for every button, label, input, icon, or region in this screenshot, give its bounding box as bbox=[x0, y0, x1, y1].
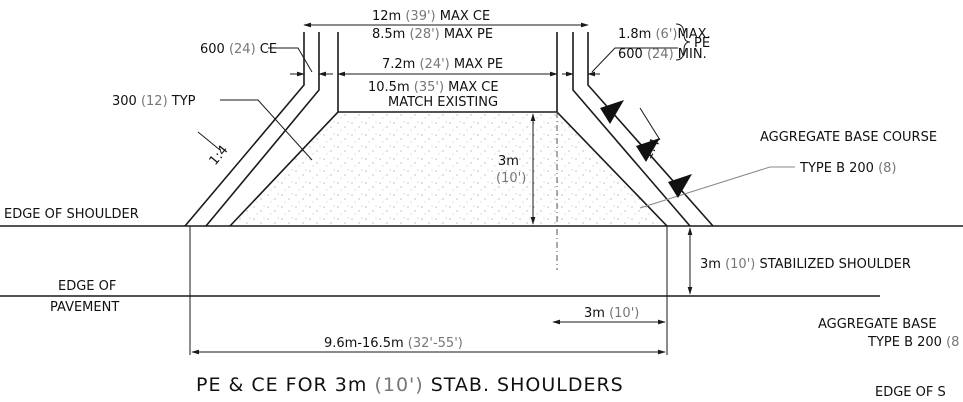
agg-base-2-type-label: TYPE B 200 (8 bbox=[867, 335, 959, 350]
slope-tick-left bbox=[197, 131, 221, 151]
agg-base-2-label: AGGREGATE BASE bbox=[818, 317, 937, 332]
typ-300-label: 300 (12) TYP bbox=[112, 94, 196, 109]
aggregate-base-fill bbox=[230, 112, 667, 226]
pe-brace-label: PE bbox=[694, 36, 710, 51]
flow-arrow-1 bbox=[600, 100, 624, 124]
flow-arrow-2 bbox=[636, 138, 660, 162]
pe-brace bbox=[675, 23, 691, 61]
pe-right-max-label: 1.8m (6')MAX. bbox=[618, 27, 711, 42]
edge-of-s-label: EDGE OF S bbox=[875, 385, 946, 400]
dim-3m-label: 3m (10') bbox=[584, 306, 639, 321]
mid-width-pe-label: 7.2m (24') MAX PE bbox=[382, 57, 503, 72]
pe-right-min-label: 600 (24) MIN. bbox=[618, 47, 707, 62]
edge-of-shoulder-label: EDGE OF SHOULDER bbox=[4, 207, 139, 222]
edge-of-pavement-label-1: EDGE OF bbox=[58, 279, 116, 294]
leader-300-typ bbox=[220, 99, 313, 161]
stab-shoulder-label: 3m (10') STABILIZED SHOULDER bbox=[700, 257, 911, 272]
agg-base-course-label: AGGREGATE BASE COURSE bbox=[760, 130, 937, 145]
depth-label-main: 3m bbox=[498, 154, 519, 169]
left-outer-edge bbox=[184, 32, 305, 227]
match-existing-label: MATCH EXISTING bbox=[388, 95, 498, 110]
edge-of-pavement-label-2: PAVEMENT bbox=[50, 300, 119, 315]
leader-600-ce bbox=[268, 47, 313, 73]
leader-pe-right bbox=[591, 47, 678, 73]
top-width-pe-label: 8.5m (28') MAX PE bbox=[372, 27, 493, 42]
right-outer-edge bbox=[587, 32, 714, 227]
left-middle-edge bbox=[205, 32, 320, 227]
slope-left-label: 1:4 bbox=[207, 143, 232, 169]
right-middle-edge bbox=[572, 32, 691, 227]
flow-arrow-3 bbox=[668, 174, 692, 198]
top-width-ce-label: 12m (39') MAX CE bbox=[372, 9, 490, 24]
dim-total-label: 9.6m-16.5m (32'-55') bbox=[324, 336, 463, 351]
lip-ce-label: 600 (24) CE bbox=[200, 42, 277, 57]
depth-label-paren: (10') bbox=[496, 171, 526, 186]
agg-base-course-type-label: TYPE B 200 (8) bbox=[799, 161, 897, 176]
slope-tick-right bbox=[639, 107, 661, 141]
drawing-title: PE & CE FOR 3m (10') STAB. SHOULDERS bbox=[196, 374, 624, 396]
leader-agg-base bbox=[639, 166, 795, 209]
mid-width-ce-label: 10.5m (35') MAX CE bbox=[368, 80, 499, 95]
